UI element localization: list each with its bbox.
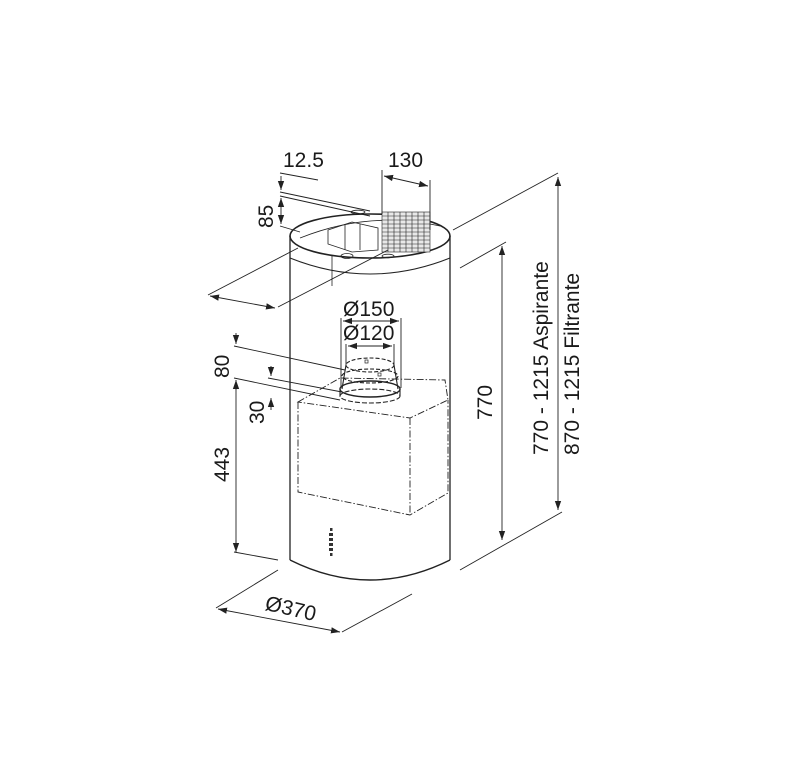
motor-box bbox=[296, 377, 449, 516]
vent-grille bbox=[381, 211, 431, 253]
dim-outlet-height: 80 bbox=[211, 354, 234, 378]
dim-range-filtrante: 870 - 1215 Filtrante bbox=[561, 272, 584, 455]
dim-top-offset: 12.5 bbox=[283, 149, 324, 172]
dimension-lines bbox=[207, 170, 563, 634]
top-ring-details bbox=[299, 209, 441, 259]
dim-outlet-inner-dia: Ø120 bbox=[343, 322, 395, 345]
dim-outlet-collar: 30 bbox=[246, 400, 269, 424]
dim-range-aspirante: 770 - 1215 Aspirante bbox=[530, 261, 553, 455]
cylinder-body bbox=[289, 213, 451, 581]
control-buttons bbox=[329, 528, 333, 556]
dim-vent-width: 130 bbox=[388, 149, 424, 172]
dim-lower-body-height: 443 bbox=[211, 446, 234, 482]
dim-fixed-height: 770 bbox=[474, 384, 497, 420]
outlet-collar bbox=[339, 357, 401, 404]
dim-outlet-outer-dia: Ø150 bbox=[343, 298, 395, 321]
dim-ring-height: 85 bbox=[255, 204, 278, 228]
